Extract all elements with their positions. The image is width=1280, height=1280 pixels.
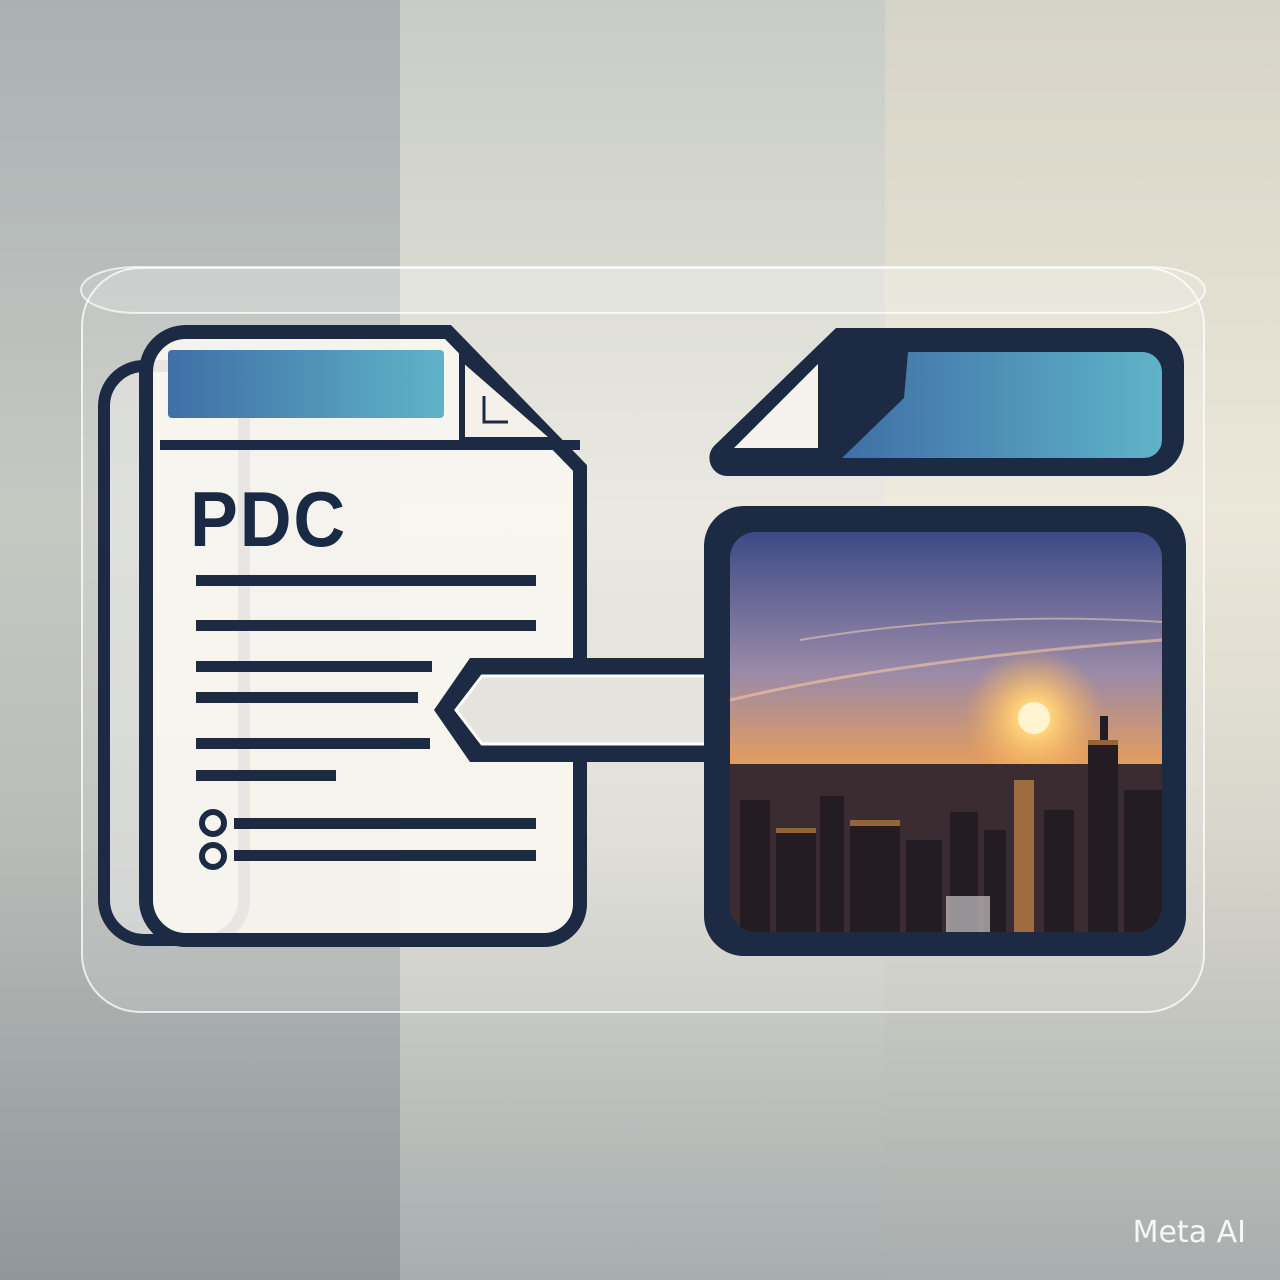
- watermark: Meta AI: [1132, 1215, 1246, 1250]
- document-header-bar: [168, 350, 444, 418]
- sunset-photo: [730, 617, 1162, 932]
- document-text-lines: [196, 575, 536, 861]
- image-icon: [704, 506, 1186, 956]
- folder-tab-icon: [709, 328, 1184, 477]
- document-icon: [139, 325, 587, 947]
- document-bullets: [199, 809, 227, 870]
- document-title: PDC: [190, 475, 348, 563]
